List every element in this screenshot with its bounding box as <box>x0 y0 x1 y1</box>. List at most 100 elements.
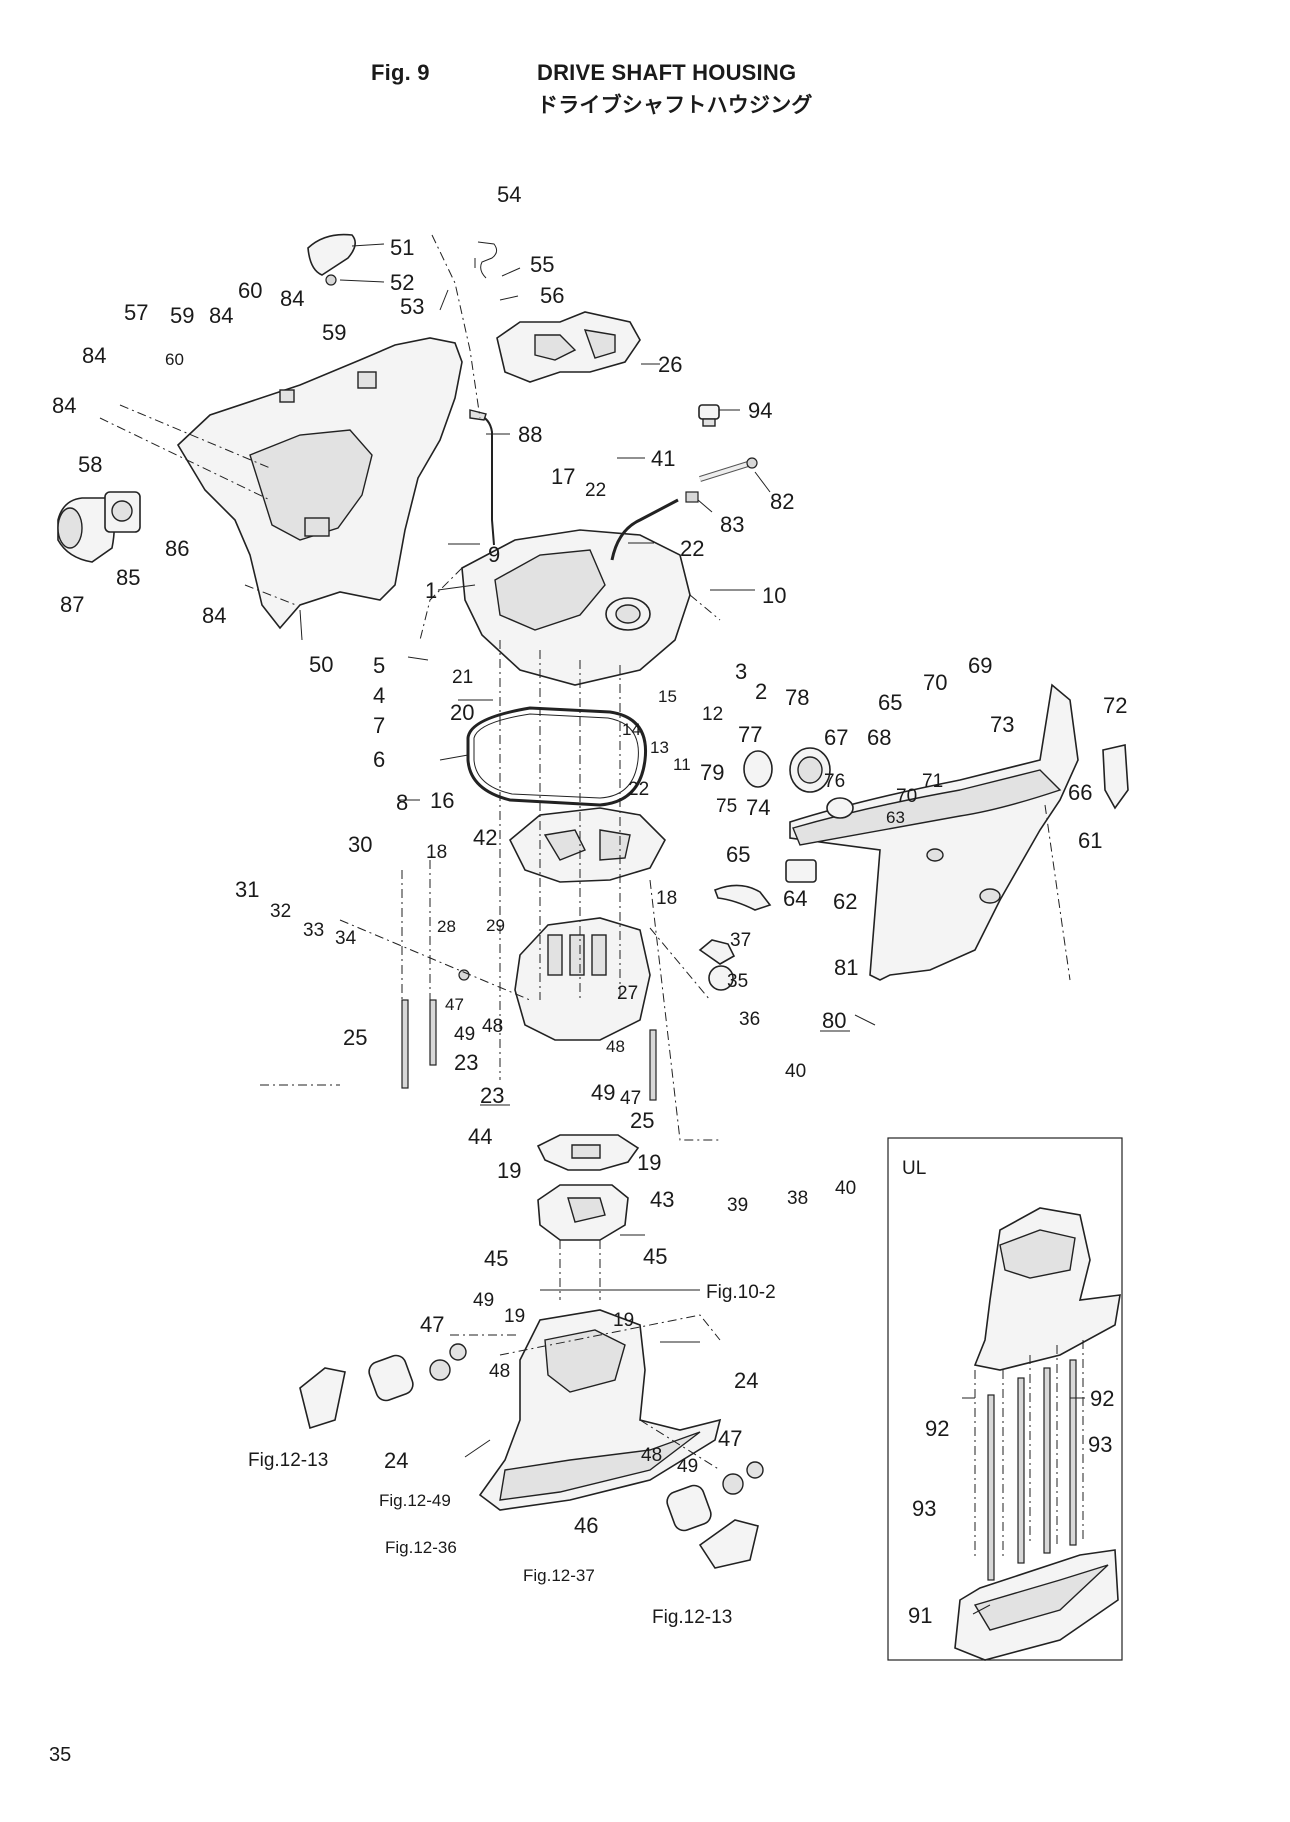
callout-20: 20 <box>450 700 474 725</box>
callout-18-right: 18 <box>656 888 677 909</box>
callout-82: 82 <box>770 489 794 514</box>
callout-56: 56 <box>540 283 564 308</box>
callout-21: 21 <box>452 667 473 688</box>
callout-65-bottom: 65 <box>726 842 750 867</box>
callout-40-top: 40 <box>785 1061 806 1082</box>
callout-25-left: 25 <box>343 1025 367 1050</box>
callout-7: 7 <box>373 713 385 738</box>
callout-92-left: 92 <box>925 1416 949 1441</box>
callout-25-right: 25 <box>630 1108 654 1133</box>
callout-71: 71 <box>922 771 943 792</box>
callout-labels: 54 51 52 55 56 53 84 60 57 59 84 59 60 8… <box>52 182 1127 1628</box>
callout-67: 67 <box>824 725 848 750</box>
callout-30: 30 <box>348 832 372 857</box>
callout-12: 12 <box>702 704 723 725</box>
callout-31: 31 <box>235 877 259 902</box>
diagram-title-japanese: ドライブシャフトハウジング <box>537 94 813 117</box>
callout-45-right: 45 <box>643 1244 667 1269</box>
callout-84-mid: 84 <box>209 303 233 328</box>
callout-28: 28 <box>437 917 456 936</box>
grommet-74-76 <box>743 747 854 819</box>
callout-44: 44 <box>468 1124 492 1149</box>
callout-47-lower-right: 47 <box>718 1426 742 1451</box>
bolt-25-right <box>649 1029 657 1101</box>
callout-80: 80 <box>822 1008 846 1033</box>
callout-47-right: 47 <box>620 1088 641 1109</box>
callout-19-right: 19 <box>637 1150 661 1175</box>
bolt-25-left <box>401 999 409 1089</box>
callout-76: 76 <box>824 771 845 792</box>
callout-29: 29 <box>486 916 505 935</box>
dipstick-88 <box>469 409 495 546</box>
callout-47-stud: 47 <box>445 995 464 1014</box>
callout-72: 72 <box>1103 693 1127 718</box>
callout-24-right: 24 <box>734 1368 758 1393</box>
callout-34: 34 <box>335 928 357 949</box>
damper-mount-left <box>299 1343 467 1430</box>
callout-22-top: 22 <box>585 480 606 501</box>
gasket-26 <box>496 311 641 383</box>
figure-number: Fig. 9 <box>371 60 430 85</box>
callout-62: 62 <box>833 889 857 914</box>
damper-mount-right <box>666 1461 764 1569</box>
callout-83: 83 <box>720 512 744 537</box>
callout-66: 66 <box>1068 780 1092 805</box>
cover-latch-51 <box>307 233 356 286</box>
callout-18-left: 18 <box>426 842 447 863</box>
callout-8: 8 <box>396 790 408 815</box>
callout-49-left: 49 <box>454 1024 475 1045</box>
callout-84-left: 84 <box>82 343 106 368</box>
callout-55: 55 <box>530 252 554 277</box>
oil-guide-cover-85-86 <box>57 491 141 563</box>
callout-22-bottom: 22 <box>628 779 649 800</box>
callout-88: 88 <box>518 422 542 447</box>
callout-33: 33 <box>303 920 324 941</box>
callout-87: 87 <box>60 592 84 617</box>
callout-48-lower: 48 <box>489 1361 510 1382</box>
pipe-82 <box>699 457 758 482</box>
inset-label-ul: UL <box>902 1158 926 1179</box>
callout-49-lower: 49 <box>473 1290 494 1311</box>
callout-52: 52 <box>390 270 414 295</box>
callout-19-lower-right: 19 <box>613 1310 634 1331</box>
callout-65-top: 65 <box>878 690 902 715</box>
callout-27: 27 <box>617 983 638 1004</box>
callout-2: 2 <box>755 679 767 704</box>
inset-ul-frame <box>887 1137 1123 1661</box>
callout-60-top: 60 <box>238 278 262 303</box>
gasket-44 <box>536 1134 640 1171</box>
callout-23-bottom: 23 <box>480 1083 504 1108</box>
cover-35 <box>698 939 736 991</box>
inset-ul-housing <box>954 1207 1121 1661</box>
callout-26: 26 <box>658 352 682 377</box>
callout-40-bottom: 40 <box>835 1178 856 1199</box>
callout-84-top: 84 <box>280 286 304 311</box>
callout-24-left: 24 <box>384 1448 408 1473</box>
callout-37: 37 <box>730 930 751 951</box>
cap-94 <box>698 404 720 427</box>
callout-51: 51 <box>390 235 414 260</box>
callout-70-bottom: 70 <box>896 786 917 807</box>
callout-59-right: 59 <box>322 320 346 345</box>
callout-91: 91 <box>908 1603 932 1628</box>
callout-32: 32 <box>270 901 291 922</box>
callout-49-right: 49 <box>591 1080 615 1105</box>
callout-93-right: 93 <box>1088 1432 1112 1457</box>
callout-5: 5 <box>373 653 385 678</box>
callout-85: 85 <box>116 565 140 590</box>
upper-cover-front-50 <box>176 337 463 641</box>
callout-16: 16 <box>430 788 454 813</box>
gasket-42 <box>509 807 666 883</box>
ref-fig-12-13-right: Fig.12-13 <box>652 1607 732 1628</box>
callout-45-left: 45 <box>484 1246 508 1271</box>
callout-35: 35 <box>727 971 748 992</box>
ref-fig-10-2: Fig.10-2 <box>706 1282 776 1303</box>
ref-fig-12-13-left: Fig.12-13 <box>248 1450 328 1471</box>
callout-43: 43 <box>650 1187 674 1212</box>
callout-38: 38 <box>787 1188 808 1209</box>
callout-54: 54 <box>497 182 521 207</box>
callout-84-far-left: 84 <box>52 393 76 418</box>
callout-94: 94 <box>748 398 772 423</box>
callout-63: 63 <box>886 808 905 827</box>
